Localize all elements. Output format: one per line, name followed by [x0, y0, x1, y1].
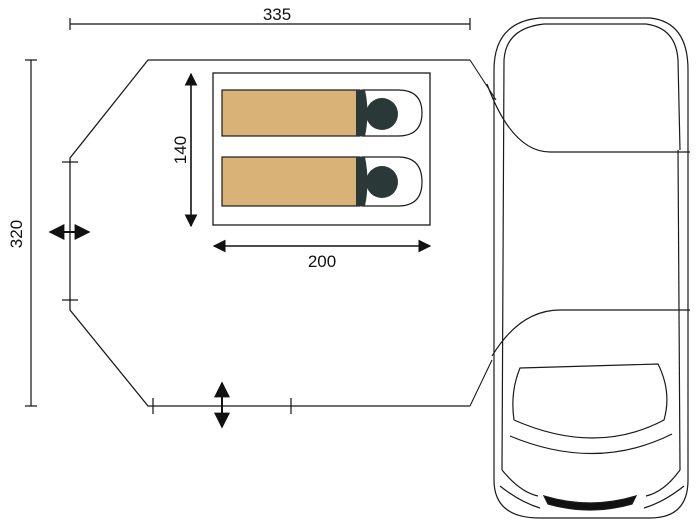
front-door — [152, 381, 292, 429]
inner-width-label: 200 — [308, 252, 336, 271]
side-door — [48, 161, 91, 301]
sleeping-bag-1 — [221, 89, 423, 137]
inner-width-dimension: 200 — [212, 239, 432, 271]
mattress — [221, 156, 361, 207]
depth-dimension: 320 — [7, 59, 37, 407]
inner-depth-label: 140 — [171, 136, 190, 164]
car-body — [493, 17, 689, 519]
sleeping-bag-2 — [221, 156, 423, 207]
inner-depth-dimension: 140 — [171, 72, 198, 228]
mattress — [221, 89, 361, 137]
windshield — [512, 363, 668, 439]
depth-label: 320 — [7, 220, 26, 248]
car-top-view-icon — [486, 17, 690, 519]
car-grille — [542, 495, 638, 511]
pillow-head — [366, 98, 398, 130]
width-dimension: 335 — [69, 5, 471, 30]
width-label: 335 — [263, 5, 291, 24]
pillow-head — [366, 166, 398, 198]
inner-tent — [212, 72, 431, 226]
